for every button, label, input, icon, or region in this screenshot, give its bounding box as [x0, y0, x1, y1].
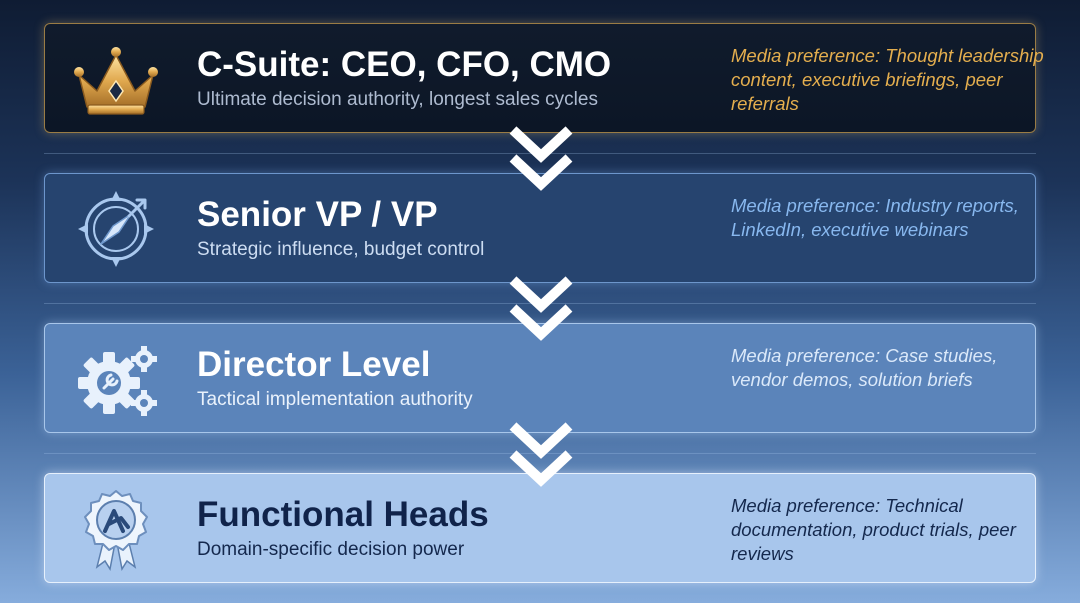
media-preference: Media preference: Thought leadership con…	[731, 45, 1044, 114]
level-subtitle: Tactical implementation authority	[197, 389, 473, 410]
level-title: Director Level	[197, 345, 431, 384]
level-title: Senior VP / VP	[197, 195, 438, 234]
chevron-down-icon	[503, 272, 579, 344]
crown-icon	[71, 37, 161, 121]
level-card-director: Director Level Tactical implementation a…	[44, 323, 1036, 433]
media-preference: Media preference: Technical documentatio…	[731, 495, 1016, 564]
media-preference: Media preference: Case studies, vendor d…	[731, 345, 998, 390]
chevron-down-icon	[503, 418, 579, 490]
level-subtitle: Strategic influence, budget control	[197, 239, 485, 260]
level-card-functional-heads: Functional Heads Domain-specific decisio…	[44, 473, 1036, 583]
award-badge-icon	[71, 487, 161, 571]
level-card-c-suite: C-Suite: CEO, CFO, CMO Ultimate decision…	[44, 23, 1044, 133]
level-subtitle: Ultimate decision authority, longest sal…	[197, 89, 598, 110]
level-card-senior-vp: Senior VP / VP Strategic influence, budg…	[44, 173, 1036, 283]
chevron-down-icon	[503, 122, 579, 194]
compass-icon	[71, 187, 161, 271]
gears-icon	[71, 337, 161, 421]
media-preference: Media preference: Industry reports, Link…	[731, 195, 1019, 240]
level-subtitle: Domain-specific decision power	[197, 539, 465, 560]
level-title: C-Suite: CEO, CFO, CMO	[197, 45, 612, 84]
level-title: Functional Heads	[197, 495, 489, 534]
